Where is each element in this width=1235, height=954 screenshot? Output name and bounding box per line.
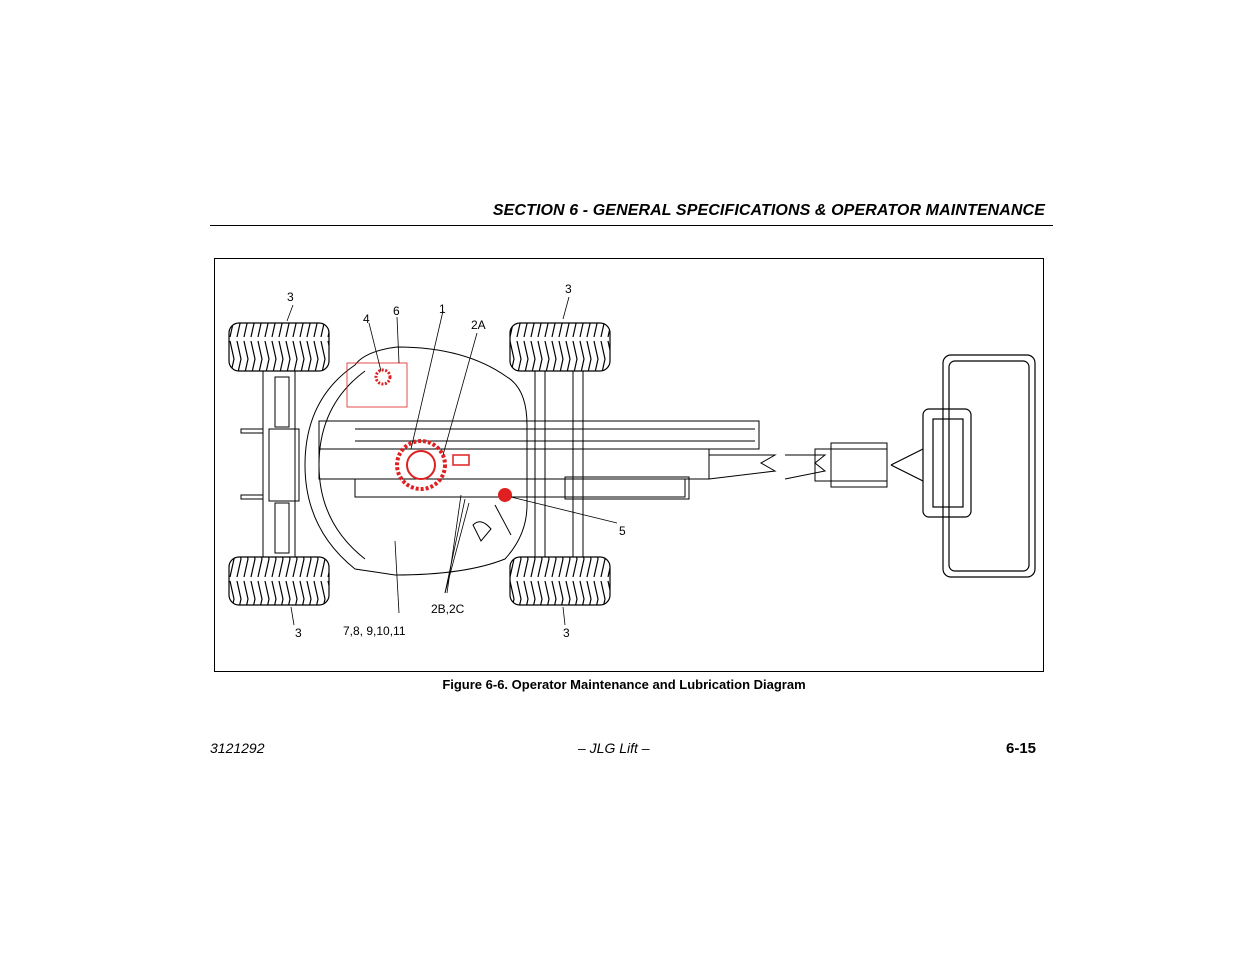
figure-caption: Figure 6-6. Operator Maintenance and Lub… [0,677,1046,692]
lubrication-diagram-frame: 3 3 4 6 1 2A 5 2B,2C 3 3 7,8, 9,10,11 [214,258,1044,672]
callout-3-bottom-right: 3 [563,626,570,640]
chassis [240,370,584,558]
tire-rear-left [228,556,330,606]
tire-rear-right [509,556,611,606]
callout-4: 4 [363,312,370,326]
callout-7-11: 7,8, 9,10,11 [343,624,406,638]
callout-3-bottom-left: 3 [295,626,302,640]
footer-brand: – JLG Lift – [578,740,650,756]
callout-1: 1 [439,302,446,316]
callout-2b-2c: 2B,2C [431,602,465,616]
turntable [304,346,528,576]
page-number: 6-15 [1006,740,1037,757]
doc-number: 3121292 [210,740,265,756]
callout-6: 6 [393,304,400,318]
lube-point-4 [374,368,392,386]
callout-3-top-right: 3 [565,282,572,296]
leader-lines [286,296,618,626]
tire-front-left [228,322,330,372]
callout-5: 5 [619,524,626,538]
platform [890,354,1036,578]
figure-caption-text: Figure 6-6. Operator Maintenance and Lub… [442,677,806,692]
callout-2a: 2A [471,318,486,332]
tire-front-right [509,322,611,372]
boom [318,420,888,500]
lube-point-slew-bearing [395,439,470,491]
lube-point-5 [498,488,512,502]
section-title: SECTION 6 - GENERAL SPECIFICATIONS & OPE… [492,202,1045,219]
lubrication-diagram: 3 3 4 6 1 2A 5 2B,2C 3 3 7,8, 9,10,11 [228,282,1036,640]
header-rule [210,225,1053,226]
callout-3-top-left: 3 [287,290,294,304]
